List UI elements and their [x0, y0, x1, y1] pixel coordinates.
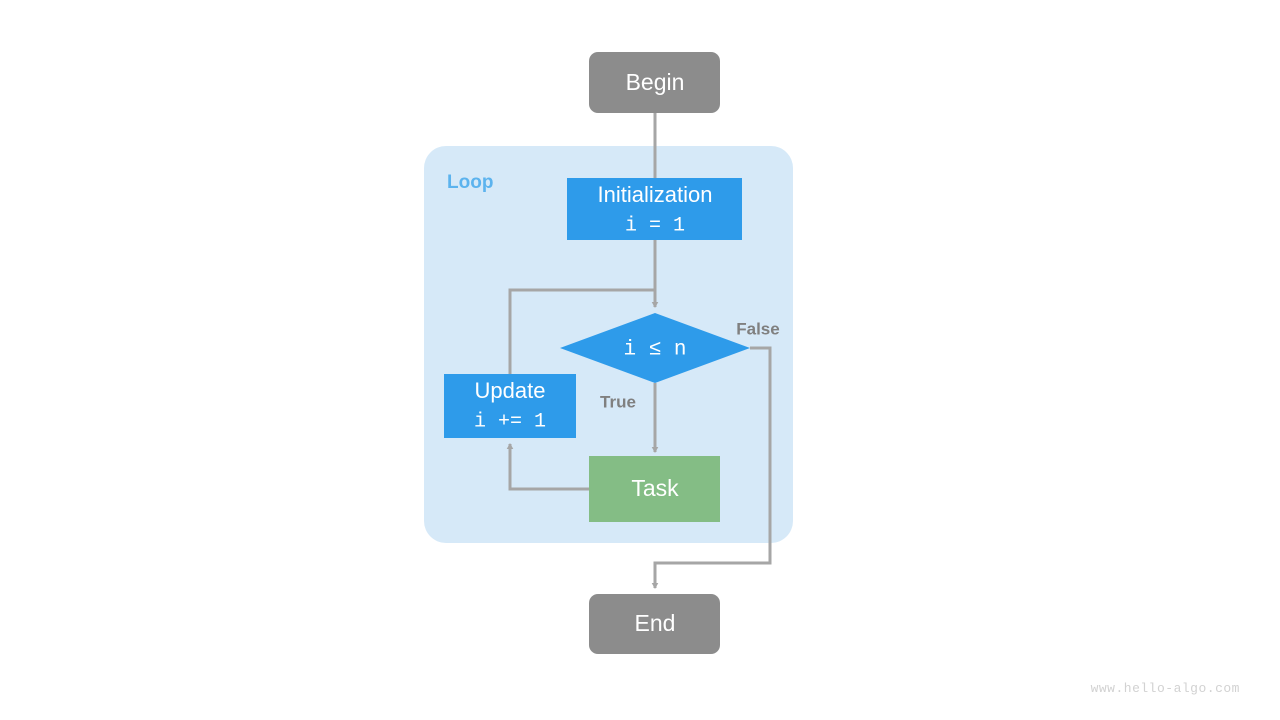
node-update-label: Update [475, 378, 546, 403]
node-begin-label: Begin [626, 69, 685, 95]
node-condition-label: i ≤ n [623, 339, 686, 362]
node-task[interactable]: Task [589, 456, 720, 522]
node-initialization-label: Initialization [598, 182, 713, 207]
node-begin[interactable]: Begin [589, 52, 720, 113]
edge-label-false: False [736, 319, 779, 338]
node-initialization-sublabel: i = 1 [625, 214, 685, 237]
edge-condition-to-end [651, 346, 772, 590]
node-end[interactable]: End [589, 594, 720, 654]
node-initialization[interactable]: Initialization i = 1 [567, 178, 742, 240]
node-begin-shape [589, 52, 720, 113]
node-end-label: End [635, 610, 676, 636]
node-update-shape [444, 374, 576, 438]
node-condition-shape [560, 313, 750, 383]
node-update[interactable]: Update i += 1 [444, 374, 576, 438]
node-task-label: Task [631, 475, 679, 501]
node-task-shape [589, 456, 720, 522]
node-condition[interactable]: i ≤ n [560, 313, 750, 383]
node-end-shape [589, 594, 720, 654]
edge-task-to-update [506, 442, 589, 491]
loop-group-label: Loop [447, 172, 493, 193]
edge-label-true: True [600, 392, 636, 411]
watermark-text: www.hello-algo.com [1090, 681, 1240, 696]
edge-update-to-condition [508, 288, 655, 374]
node-update-sublabel: i += 1 [474, 410, 546, 433]
node-initialization-shape [567, 178, 742, 240]
